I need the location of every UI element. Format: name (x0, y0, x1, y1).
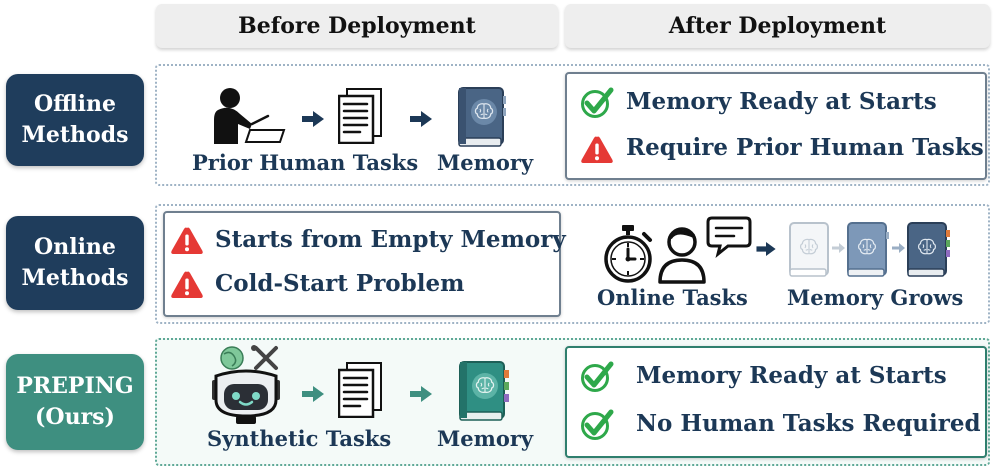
arrow-icon (756, 242, 776, 256)
before-deployment-header: Before Deployment (156, 4, 558, 48)
person-writing-icon (214, 88, 286, 144)
preping-after-box (565, 346, 987, 458)
prior-human-tasks-label: Prior Human Tasks (192, 150, 419, 175)
online-before-box (163, 211, 561, 317)
user-chat-icon (658, 216, 752, 284)
online-row-container (155, 204, 990, 324)
check-icon (580, 360, 614, 394)
arrow-icon (302, 386, 324, 402)
memory-book-icon (458, 87, 506, 147)
arrow-icon (410, 111, 432, 127)
offline-row-container (155, 64, 990, 186)
offline-after-box (565, 72, 987, 180)
after-deployment-header: After Deployment (565, 4, 990, 48)
offline-point-2: Require Prior Human Tasks (626, 134, 984, 161)
memory-label: Memory (437, 150, 534, 175)
warning-icon (170, 270, 204, 300)
arrow-icon (410, 386, 432, 402)
document-icon (338, 88, 382, 144)
memory-grows-label: Memory Grows (787, 285, 964, 310)
check-icon (580, 86, 614, 120)
warning-icon (580, 135, 614, 165)
preping-label: PREPING(Ours) (6, 354, 144, 450)
online-tasks-label: Online Tasks (597, 285, 748, 310)
memory-book-icon (459, 361, 509, 421)
document-icon (338, 362, 382, 418)
online-point-2: Cold-Start Problem (215, 270, 465, 297)
preping-point-2: No Human Tasks Required (636, 410, 981, 437)
online-point-1: Starts from Empty Memory (215, 226, 566, 253)
synthetic-tasks-label: Synthetic Tasks (207, 426, 392, 451)
offline-point-1: Memory Ready at Starts (626, 88, 937, 115)
memory-grows-icon (789, 222, 950, 277)
memory-label: Memory (437, 426, 534, 451)
preping-point-1: Memory Ready at Starts (636, 362, 947, 389)
robot-tools-icon (212, 345, 280, 424)
stopwatch-icon (604, 225, 652, 283)
check-icon (580, 408, 614, 442)
warning-icon (170, 226, 204, 256)
arrow-icon (302, 111, 324, 127)
